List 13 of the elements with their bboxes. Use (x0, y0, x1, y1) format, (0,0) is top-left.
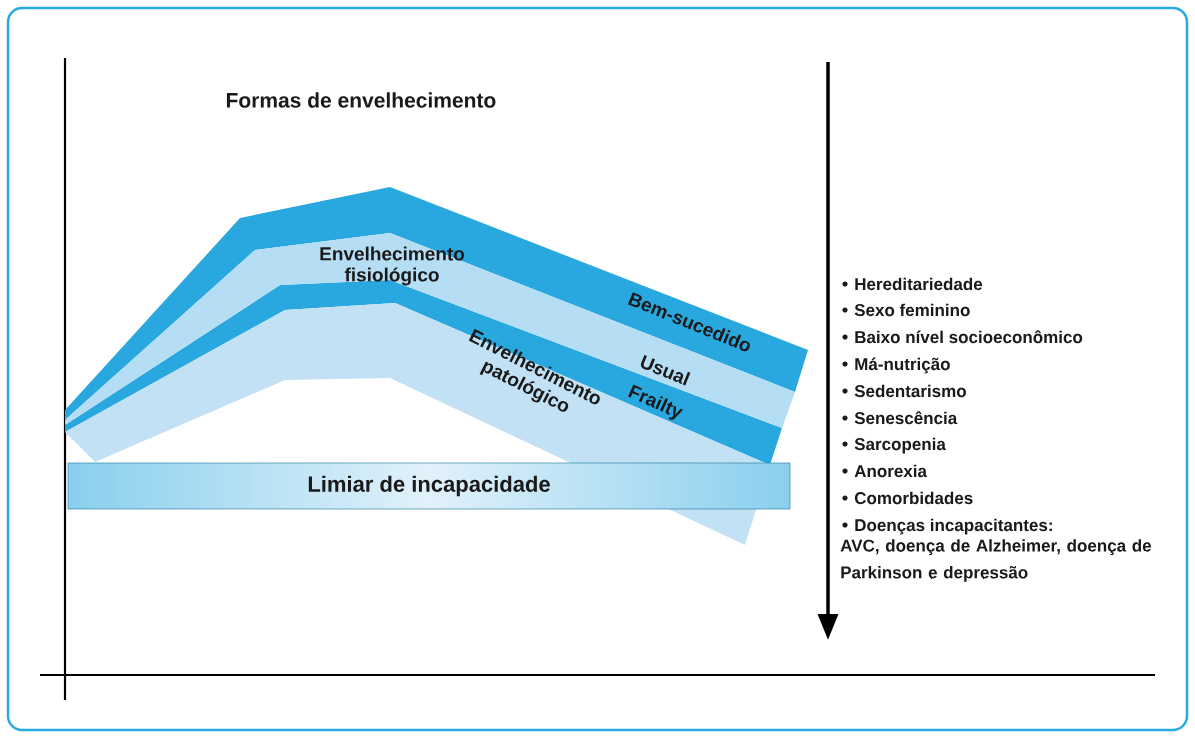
risk-factor: AVC, doença de Alzheimer, doença de Parkinson e depressão (840, 539, 1152, 582)
risk-factor: Baixo nível socioeconômico (855, 330, 1083, 344)
risk-factor: Má-nutrição (855, 357, 950, 374)
risk-factor: Doenças incapacitantes: (855, 518, 1052, 535)
risk-factor: Sarcopenia (854, 437, 946, 454)
threshold-bar: Limiar de incapacidade (67, 462, 791, 510)
title: Formas de envelhecimento (226, 92, 496, 108)
risk-factor: Sedentarismo (854, 384, 966, 398)
risk-factor: Anorexia (854, 464, 928, 478)
risk-factor: Senescência (854, 411, 958, 425)
risk-factor: Comorbidades (854, 491, 973, 505)
risk-factor: Hereditariedade (855, 277, 983, 291)
risk-factor: Sexo feminino (854, 303, 970, 317)
